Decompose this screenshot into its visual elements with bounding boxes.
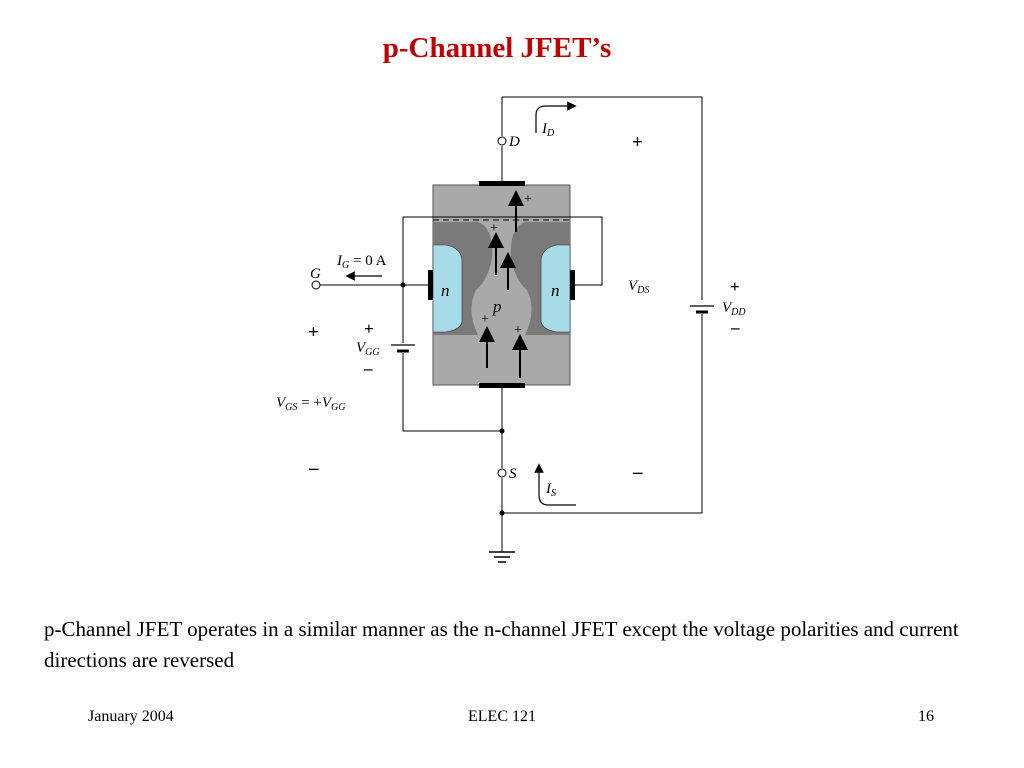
source-terminal-icon bbox=[497, 468, 507, 478]
vgs-plus-sign: + bbox=[308, 322, 319, 343]
vds-minus-sign: – bbox=[632, 462, 643, 483]
charge-plus-sign: + bbox=[524, 192, 532, 207]
gate-current-label: IG = 0 A bbox=[336, 253, 387, 271]
source-contact bbox=[479, 383, 525, 388]
drain-contact bbox=[479, 181, 525, 186]
gate-contact-left bbox=[428, 270, 433, 300]
n-region-label-left: n bbox=[441, 281, 450, 300]
circuit-wires bbox=[320, 96, 703, 552]
vdd-label: VDD bbox=[722, 300, 746, 318]
gate-label: G bbox=[310, 266, 321, 282]
p-channel-jfet-circuit-diagram: + + + + + n n p D S G ID IS IG = 0 A VDS… bbox=[276, 96, 746, 563]
source-current-arrow-icon bbox=[534, 463, 576, 506]
drain-label: D bbox=[508, 134, 520, 150]
gate-terminal-icon bbox=[311, 280, 321, 290]
charge-plus-sign: + bbox=[481, 312, 489, 327]
page-title: p-Channel JFET’s bbox=[382, 32, 612, 64]
charge-plus-sign: + bbox=[490, 221, 498, 236]
charge-plus-sign: + bbox=[504, 255, 512, 270]
vgg-minus-sign: – bbox=[363, 359, 373, 378]
vgg-label: VGG bbox=[356, 340, 380, 358]
footer-course: ELEC 121 bbox=[468, 708, 536, 725]
vdd-battery-icon bbox=[690, 305, 714, 314]
source-label: S bbox=[509, 466, 517, 482]
junction-dot bbox=[400, 282, 406, 288]
vgs-relation-label: VGS = +VGG bbox=[276, 395, 345, 413]
drain-current-label: ID bbox=[541, 121, 555, 139]
p-channel-label: p bbox=[492, 297, 502, 316]
source-current-label: IS bbox=[545, 481, 556, 499]
drain-terminal-icon bbox=[497, 136, 507, 146]
ground-icon bbox=[489, 551, 515, 563]
vds-label: VDS bbox=[628, 278, 649, 296]
slide-body-text: p-Channel JFET operates in a similar man… bbox=[44, 617, 959, 672]
gate-contact-right bbox=[570, 270, 575, 300]
vgs-minus-sign: – bbox=[308, 458, 319, 479]
vdd-minus-sign: – bbox=[730, 318, 740, 337]
charge-plus-sign: + bbox=[514, 323, 522, 338]
junction-dot bbox=[499, 510, 505, 516]
n-region-right bbox=[540, 244, 571, 333]
vds-plus-sign: + bbox=[632, 132, 643, 153]
vdd-plus-sign: + bbox=[730, 277, 740, 296]
drain-current-arrow-icon bbox=[535, 101, 577, 133]
vgg-battery-icon bbox=[391, 344, 415, 353]
n-region-label-right: n bbox=[551, 281, 560, 300]
footer-date: January 2004 bbox=[88, 708, 174, 725]
junction-dot bbox=[499, 428, 505, 434]
vgg-plus-sign: + bbox=[364, 319, 374, 338]
n-region-left bbox=[432, 244, 463, 333]
hole-flow-arrows bbox=[479, 190, 528, 378]
footer-page-number: 16 bbox=[918, 708, 934, 725]
